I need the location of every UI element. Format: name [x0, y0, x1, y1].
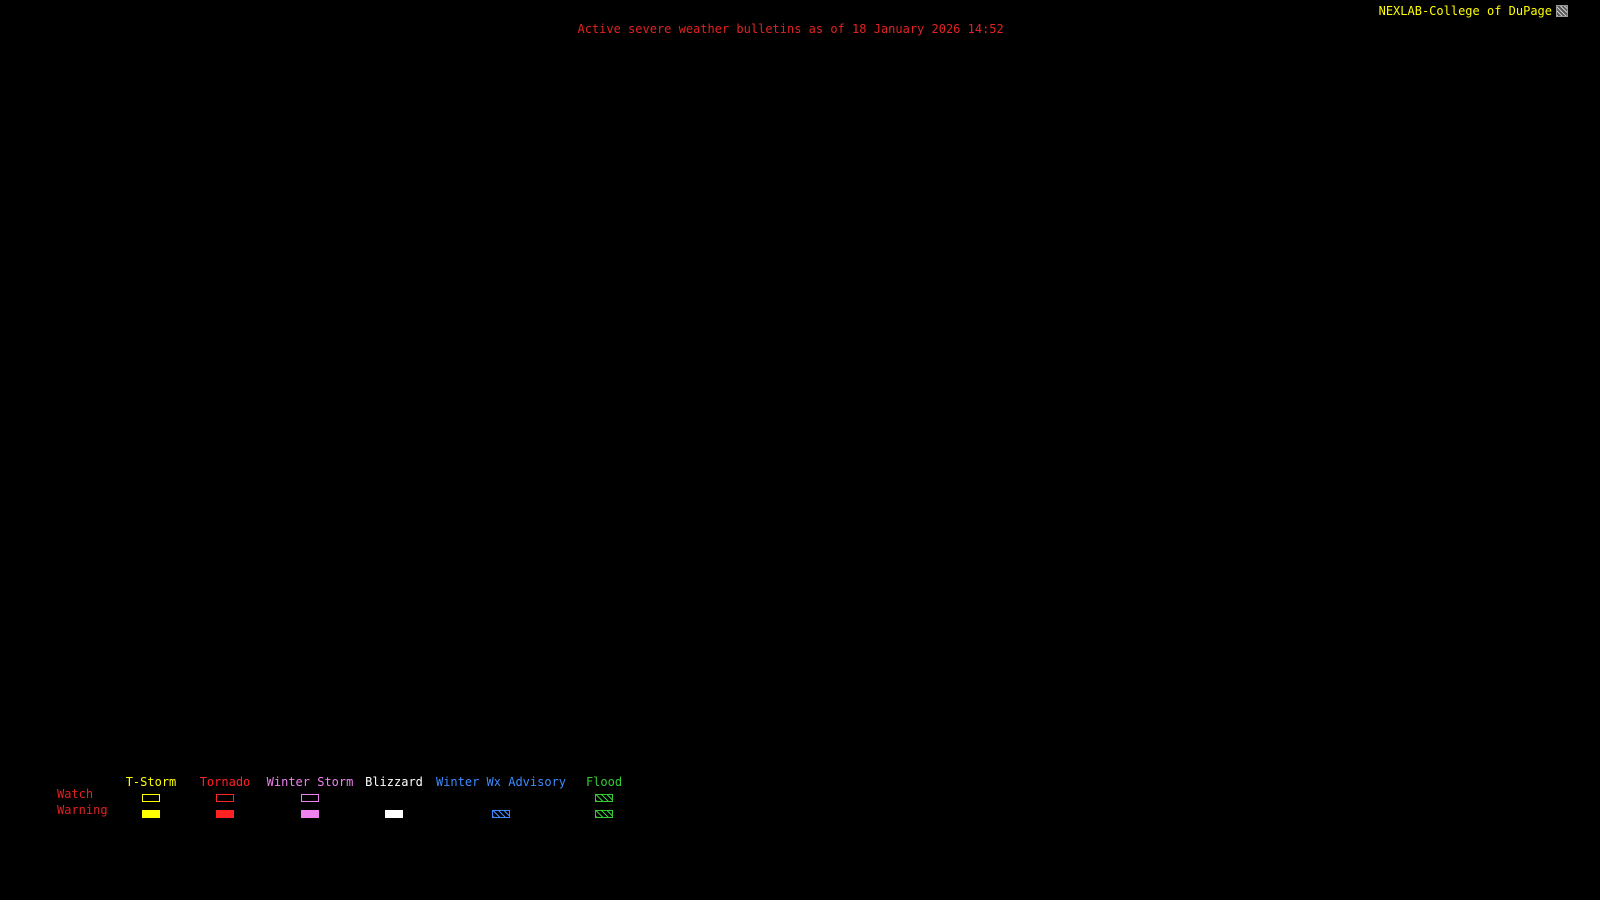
- legend-winter-storm-label: Winter Storm: [266, 775, 354, 789]
- winter-wx-advisory-swatch: [492, 809, 510, 818]
- flood-watch-swatch: [595, 793, 613, 802]
- page-title: Active severe weather bulletins as of 18…: [577, 22, 1004, 36]
- brand-text: NEXLAB-College of DuPage: [1378, 4, 1552, 18]
- legend-flood-label: Flood: [585, 775, 623, 789]
- cod-logo-icon: [1556, 5, 1568, 17]
- flood-warning-swatch: [595, 809, 613, 818]
- legend-tstorm-label: T-Storm: [125, 775, 177, 789]
- winter-storm-warning-swatch: [301, 809, 319, 818]
- winter-storm-watch-swatch: [301, 793, 319, 802]
- tstorm-watch-swatch: [142, 793, 160, 802]
- legend-col-flood: Flood: [529, 776, 679, 822]
- tornado-watch-swatch: [216, 793, 234, 802]
- legend-col-tstorm: T-Storm: [76, 776, 226, 822]
- tornado-warning-swatch: [216, 809, 234, 818]
- legend-col-winter-storm: Winter Storm: [235, 776, 385, 822]
- legend-blizzard-label: Blizzard: [365, 775, 423, 789]
- brand: NEXLAB-College of DuPage: [1379, 5, 1568, 17]
- legend-col-blizzard: Blizzard: [319, 776, 469, 822]
- tstorm-warning-swatch: [142, 809, 160, 818]
- legend-winter-wx-advisory-label: Winter Wx Advisory: [435, 775, 567, 789]
- legend-col-winter-wx-advisory: Winter Wx Advisory: [426, 776, 576, 822]
- legend-col-tornado: Tornado: [150, 776, 300, 822]
- legend-watch-label: Watch: [57, 787, 94, 801]
- blizzard-warning-swatch: [385, 809, 403, 818]
- legend-tornado-label: Tornado: [199, 775, 251, 789]
- legend: Watch Warning T-Storm Tornado Winter Sto…: [0, 776, 800, 826]
- legend-warning-label: Warning: [57, 803, 108, 817]
